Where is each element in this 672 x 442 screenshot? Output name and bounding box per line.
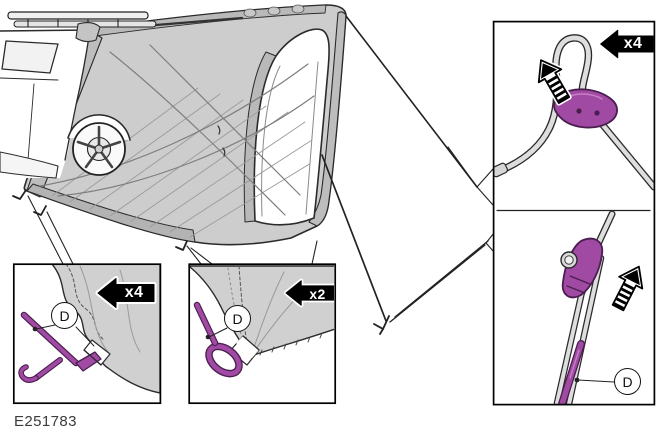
tent-door-opening xyxy=(253,28,330,226)
component-label-d-3: D xyxy=(614,368,641,395)
callout-box-corner-peg xyxy=(12,263,162,405)
guy-rope-lower xyxy=(321,154,387,322)
highlighted-rope-slider xyxy=(560,237,604,299)
figure-reference-code: E251783 xyxy=(14,413,77,430)
guy-ropes-and-leaders xyxy=(12,15,495,335)
highlighted-peg-loop xyxy=(193,301,243,378)
zipper-pull-icon xyxy=(217,125,226,157)
component-label-d-2: D xyxy=(224,305,251,332)
component-label-d-1: D xyxy=(51,302,78,329)
mesh-panel-texture xyxy=(39,44,317,238)
vehicle-window xyxy=(1,40,59,74)
roof-rack xyxy=(7,11,244,28)
callout-box-guy-rope xyxy=(492,20,656,406)
vehicle xyxy=(0,4,305,179)
main-illustration xyxy=(0,4,495,335)
multiplier-label-x4-right: x4 xyxy=(623,35,643,52)
guy-rope-upper xyxy=(345,15,478,188)
multiplier-label-x4-left: x4 xyxy=(124,284,144,301)
vehicle-wheel xyxy=(72,122,126,176)
multiplier-label-x2: x2 xyxy=(309,285,326,302)
callout-box-loop-peg xyxy=(188,263,337,405)
highlighted-peg-on-rope xyxy=(558,340,585,404)
highlighted-peg xyxy=(18,311,102,383)
